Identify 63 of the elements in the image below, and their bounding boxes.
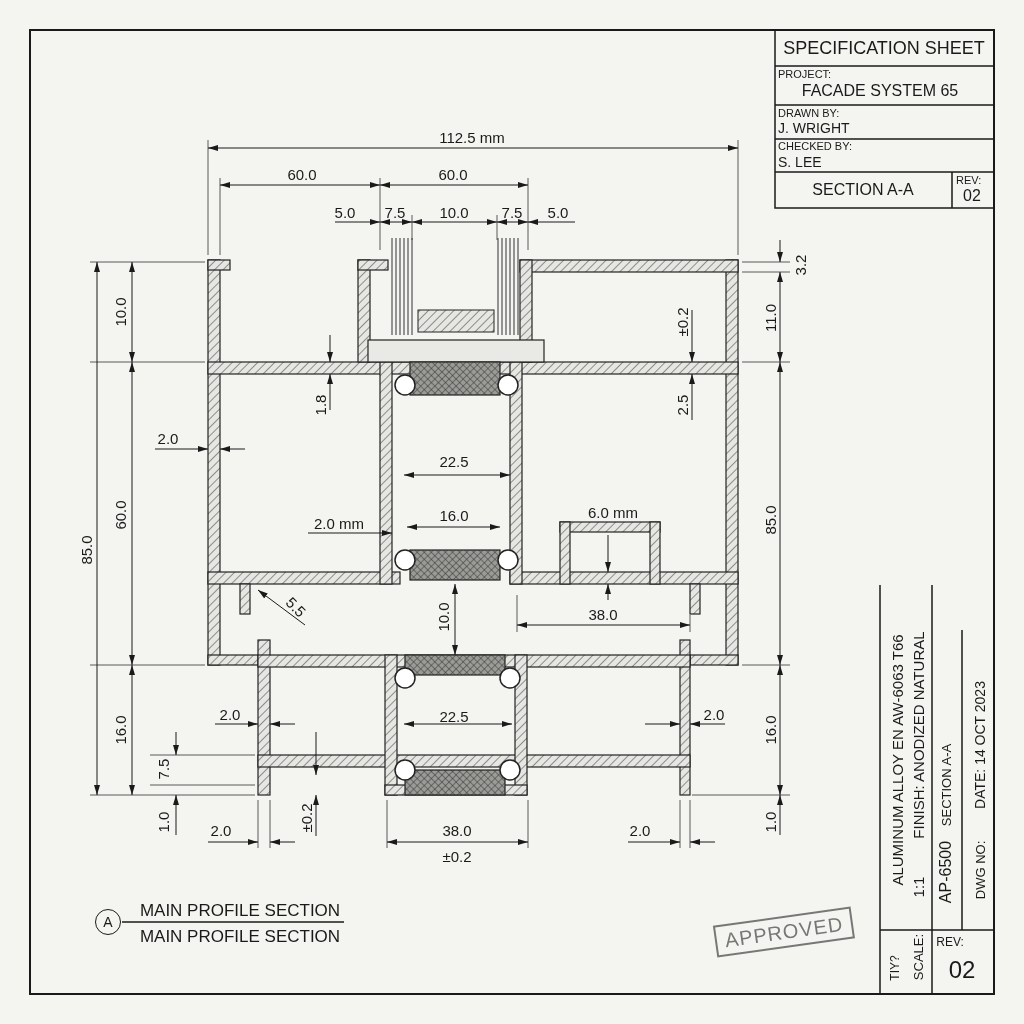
section-title: MAIN PROFILE SECTION: [139, 901, 341, 919]
dimension-value: 2.0: [219, 706, 241, 722]
field-label: TIY?: [889, 955, 901, 981]
field-label: REV:: [956, 174, 982, 186]
dimension-value: 5.0: [334, 204, 356, 220]
dimension-value: 10.0: [435, 602, 451, 632]
dimension-value: 10.0: [112, 297, 128, 327]
dimension-value: 22.5: [439, 453, 469, 469]
date-value: DATE: 14 OCT 2023: [973, 681, 987, 809]
dimension-value: 38.0: [588, 606, 618, 622]
section-title: MAIN PROFILE SECTION: [139, 927, 341, 945]
revision-number: 02: [948, 958, 976, 982]
revision-number: 02: [963, 188, 981, 204]
field-label: PROJECT:: [778, 68, 832, 80]
field-label: REV:: [936, 936, 964, 948]
field-value: S. LEE: [778, 155, 822, 169]
dimension-value: 6.0 mm: [588, 504, 638, 520]
dimension-value: 7.5: [501, 204, 523, 220]
section-name: SECTION A-A: [812, 182, 914, 198]
title-block-heading: SPECIFICATION SHEET: [783, 39, 985, 57]
dimension-value: 38.0: [442, 822, 472, 838]
dimension-value: 60.0: [438, 166, 468, 182]
section-name: SECTION A-A: [939, 743, 953, 827]
dimension-value: 1.8: [312, 394, 328, 416]
dimension-value: 60.0: [287, 166, 317, 182]
dimension-value: 16.0: [439, 507, 469, 523]
tolerance-value: ±0.2: [298, 803, 314, 833]
dimension-value: 2.0 mm: [314, 515, 364, 531]
dimension-value: 112.5 mm: [439, 129, 505, 145]
field-label: SCALE:: [911, 933, 925, 981]
dimension-value: 60.0: [112, 500, 128, 530]
tolerance-value: ±0.2: [674, 307, 690, 337]
dimension-value: 85.0: [762, 505, 778, 535]
approval-stamp: APPROVED: [712, 906, 856, 958]
callout-circle: A: [95, 909, 121, 935]
dimension-value: 5.5: [283, 594, 309, 620]
dimension-value: 2.0: [157, 430, 179, 446]
dimension-value: 1.0: [762, 811, 778, 833]
dimension-value: 2.5: [674, 394, 690, 416]
dimension-value: 11.0: [762, 303, 778, 333]
dimension-value: 2.0: [210, 822, 232, 838]
project-name: FACADE SYSTEM 65: [801, 83, 959, 99]
dimension-value: 1.0: [155, 811, 171, 833]
dimension-value: 7.5: [155, 758, 171, 780]
finish-note: FINISH: ANODIZED NATURAL: [910, 631, 926, 839]
dimension-value: 10.0: [439, 204, 469, 220]
drawing-number: AP-6500: [938, 840, 954, 904]
dimension-value: 2.0: [629, 822, 651, 838]
field-label: DWG NO:: [973, 840, 987, 900]
dimension-value: 85.0: [78, 535, 94, 565]
dimension-value: 16.0: [762, 715, 778, 745]
field-label: DRAWN BY:: [778, 107, 840, 119]
material-note: ALUMINUM ALLOY EN AW-6063 T66: [889, 634, 905, 886]
dimension-value: 2.0: [703, 706, 725, 722]
dimension-value: 16.0: [112, 715, 128, 745]
dimension-value: 7.5: [384, 204, 406, 220]
dimension-value: 3.2: [792, 254, 808, 276]
scale-value: 1:1: [910, 876, 926, 898]
dimension-value: 5.0: [547, 204, 569, 220]
field-value: J. WRIGHT: [778, 121, 850, 135]
field-label: CHECKED BY:: [778, 140, 852, 152]
dimension-value: 22.5: [439, 708, 469, 724]
tolerance-value: ±0.2: [442, 848, 472, 864]
